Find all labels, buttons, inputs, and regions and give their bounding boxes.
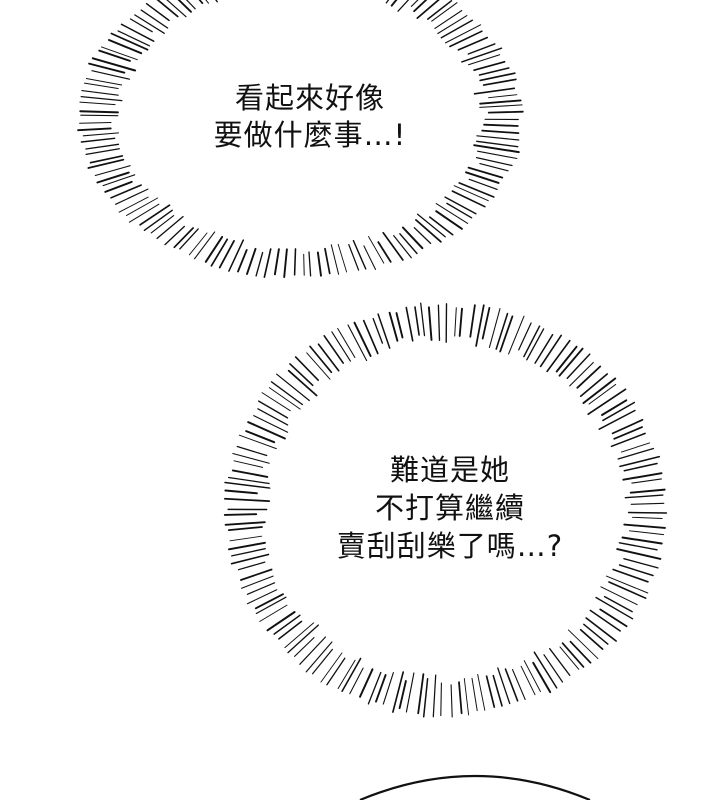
thought-bubble-2-text: 難道是她 不打算繼續 賣刮刮樂了嗎…? bbox=[290, 451, 610, 565]
bubble-2-line-2: 不打算繼續 bbox=[374, 491, 525, 525]
thought-bubble-1-text: 看起來好像 要做什麼事…! bbox=[150, 80, 470, 154]
thought-bubble-1-burst bbox=[77, 0, 524, 278]
bubble-2-line-1: 難道是她 bbox=[389, 453, 510, 487]
thought-bubble-2-burst bbox=[223, 302, 668, 718]
bubble-1-line-2: 要做什麼事…! bbox=[213, 118, 407, 152]
bubble-1-line-1: 看起來好像 bbox=[234, 81, 385, 115]
speech-bubble-3-outline bbox=[359, 774, 591, 800]
bubble-2-line-3: 賣刮刮樂了嗎…? bbox=[336, 529, 564, 563]
